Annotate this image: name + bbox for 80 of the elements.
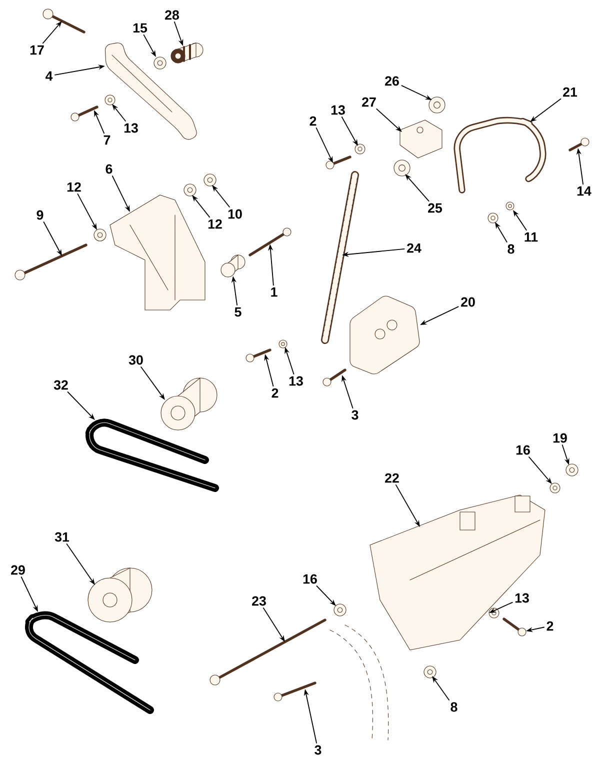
part-drawing: [394, 160, 410, 176]
part-drawing: [274, 682, 316, 702]
part-drawing: [110, 194, 206, 310]
part-drawing: [454, 116, 546, 194]
part-drawing: [370, 494, 546, 650]
callout-number: 10: [228, 209, 242, 219]
part-drawing: [14, 244, 88, 280]
callout-number: 12: [208, 219, 222, 229]
callout-number: 25: [428, 203, 442, 213]
leader-line: [316, 586, 336, 606]
part-drawing: [428, 96, 446, 114]
leader-line: [67, 392, 95, 420]
part-drawing: [85, 418, 219, 492]
part-drawing: [278, 340, 288, 348]
callout-number: 23: [252, 596, 266, 606]
callout-number: 22: [385, 473, 399, 483]
part-drawing: [88, 568, 152, 622]
callout-number: 28: [165, 10, 179, 20]
part-drawing: [502, 618, 526, 636]
callout-number: 5: [234, 307, 242, 317]
callout-number: 20: [461, 297, 475, 307]
part-drawing: [246, 348, 272, 362]
part-drawing: [322, 368, 346, 386]
part-drawing: [204, 174, 216, 186]
callout-number: 11: [524, 232, 538, 242]
part-drawing: [104, 94, 116, 106]
callout-number: 9: [36, 210, 44, 220]
part-drawing: [488, 212, 498, 224]
callout-number: 24: [407, 243, 422, 253]
callout-number: 16: [516, 445, 530, 455]
callout-number: 2: [272, 388, 278, 398]
callout-number: 7: [104, 135, 110, 145]
callout-number: 14: [577, 186, 592, 196]
part-drawing: [184, 184, 196, 196]
callout-number: 29: [11, 565, 25, 575]
callout-number: 21: [563, 87, 578, 97]
callout-number: 27: [362, 97, 376, 107]
callout-number: 1: [271, 287, 278, 297]
part-drawing: [210, 618, 326, 686]
callout-number: 2: [310, 116, 316, 126]
part-drawing: [350, 296, 420, 374]
part-drawing: [550, 482, 560, 494]
callout-number: 13: [331, 105, 345, 115]
callout-number: 32: [54, 380, 68, 390]
callout-number: 6: [106, 164, 112, 174]
part-drawing: [42, 8, 86, 34]
part-drawing: [94, 228, 106, 242]
part-drawing: [321, 171, 359, 344]
callout-number: 3: [352, 410, 358, 420]
callout-number: 13: [124, 123, 138, 133]
part-drawing: [170, 42, 204, 64]
part-drawing: [220, 254, 246, 278]
part-drawing: [160, 378, 218, 430]
part-drawing: [326, 156, 352, 170]
callout-number: 3: [314, 745, 322, 755]
callout-number: 13: [289, 376, 303, 386]
callout-number: 19: [553, 433, 567, 443]
callout-number: 26: [385, 76, 399, 86]
callout-number: 30: [128, 355, 143, 365]
callout-number: 8: [508, 244, 514, 254]
callout-number: 4: [46, 71, 53, 81]
callout-number: 16: [303, 574, 317, 584]
callout-number: 17: [30, 45, 44, 55]
part-drawing: [568, 138, 590, 152]
part-drawing: [424, 666, 436, 678]
callout-number: 8: [450, 702, 458, 712]
part-drawing: [506, 202, 514, 210]
callout-number: 13: [515, 593, 529, 603]
part-drawing: [154, 56, 166, 70]
callout-number: 2: [546, 621, 554, 631]
part-drawing: [70, 106, 98, 122]
part-drawing: [354, 144, 366, 154]
callout-number: 31: [54, 532, 70, 542]
part-drawing: [334, 604, 346, 616]
part-drawing: [566, 464, 578, 476]
part-drawing: [25, 611, 154, 714]
callout-number: 12: [67, 182, 81, 192]
callout-number: 15: [133, 23, 148, 33]
part-drawing: [248, 228, 292, 256]
part-drawing: [400, 120, 442, 158]
